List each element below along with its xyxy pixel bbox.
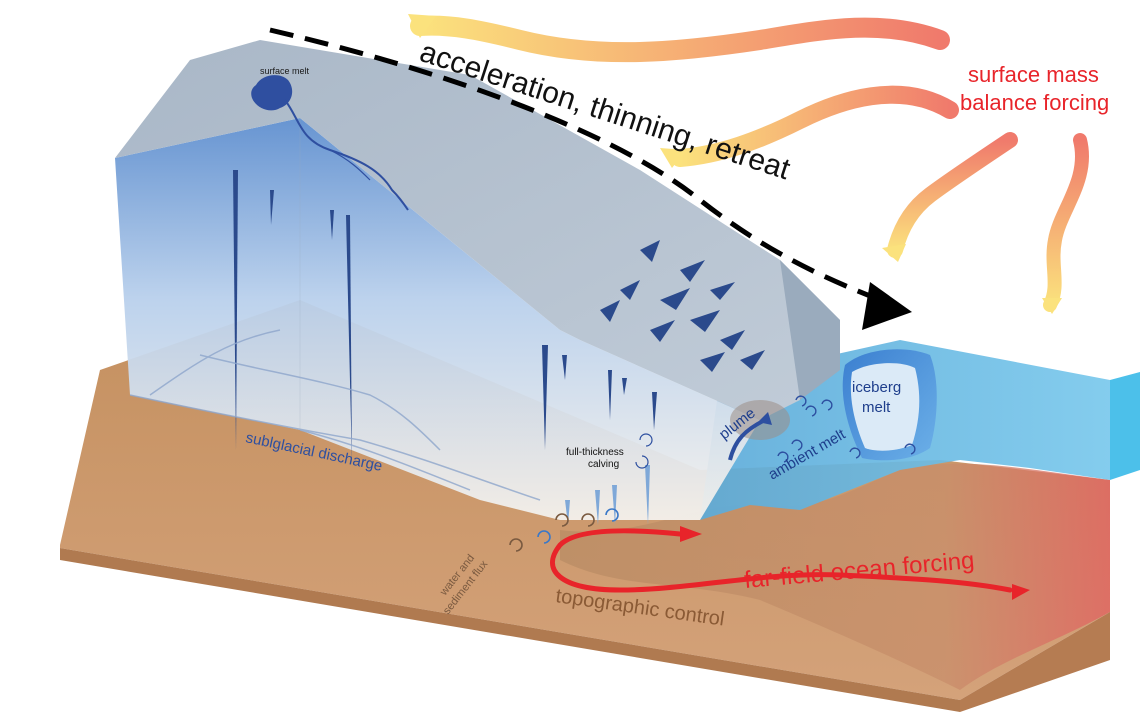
iceberg-melt-label-line1: iceberg: [852, 379, 901, 396]
calving-arrows: [635, 433, 653, 469]
calving-label-line2: calving: [588, 459, 619, 470]
iceberg-melt-label-line2: melt: [862, 399, 891, 416]
crevasses: [233, 170, 765, 465]
smb-forcing-label-line2: balance forcing: [960, 90, 1109, 115]
surface-melt-pond: [251, 75, 409, 211]
sediment-flux-arrows: [509, 508, 619, 552]
iceberg: [842, 349, 937, 461]
glacier-front-face: [115, 118, 760, 520]
smb-forcing-arrows: [408, 14, 1089, 314]
plume-zone: [728, 400, 790, 461]
subglacial-channels: [129, 329, 541, 501]
far-field-forcing-arrow: [550, 526, 1030, 600]
ambient-melt-swirls: [777, 395, 916, 463]
acceleration-arrow: [269, 27, 912, 330]
surface-melt-label: surface melt: [260, 66, 310, 76]
calving-icicles: [565, 465, 650, 525]
smb-forcing-label-line1: surface mass: [968, 62, 1099, 87]
calving-label-line1: full-thickness: [566, 447, 624, 458]
